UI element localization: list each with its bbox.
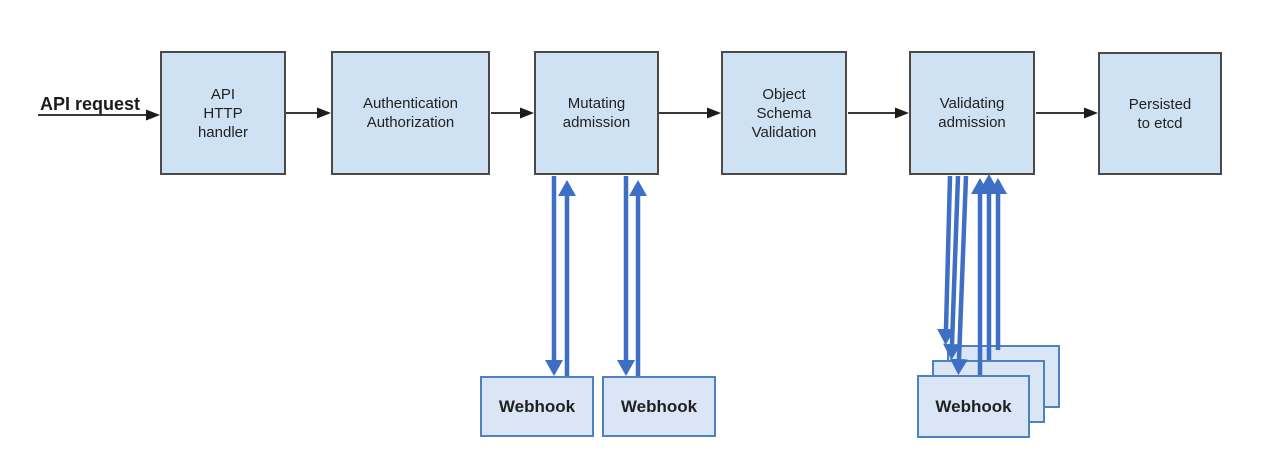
mutating-webhook-2: Webhook <box>602 376 716 437</box>
mutating-webhook-arrows <box>545 176 647 376</box>
node-persisted-to-etcd-label: Persisted to etcd <box>1128 95 1192 132</box>
node-object-schema-validation: Object Schema Validation <box>721 51 847 175</box>
node-mutating-admission: Mutating admission <box>534 51 659 175</box>
validating-webhook-label: Webhook <box>935 396 1012 416</box>
mutating-webhook-1-label: Webhook <box>498 396 576 416</box>
node-object-schema-validation-label: Object Schema Validation <box>751 85 817 141</box>
node-persisted-to-etcd: Persisted to etcd <box>1098 52 1222 175</box>
validating-webhook-stack-front: Webhook <box>917 375 1030 438</box>
node-mutating-admission-label: Mutating admission <box>562 95 631 131</box>
node-api-http-handler-label: API HTTP handler <box>197 85 249 141</box>
mutating-webhook-1: Webhook <box>480 376 594 437</box>
validating-webhook-request-arrow-2 <box>943 175 961 360</box>
validating-webhook-request-arrow-3 <box>950 175 969 375</box>
node-api-http-handler: API HTTP handler <box>160 51 286 175</box>
validating-webhook-request-arrow-1 <box>937 175 955 345</box>
node-validating-admission: Validating admission <box>909 51 1035 175</box>
mutating-webhook-2-label: Webhook <box>620 396 698 416</box>
node-validating-admission-label: Validating admission <box>938 95 1006 131</box>
node-authentication-authorization: Authentication Authorization <box>331 51 490 175</box>
api-request-label: API request <box>40 94 141 114</box>
node-authentication-authorization-label: Authentication Authorization <box>362 95 459 131</box>
